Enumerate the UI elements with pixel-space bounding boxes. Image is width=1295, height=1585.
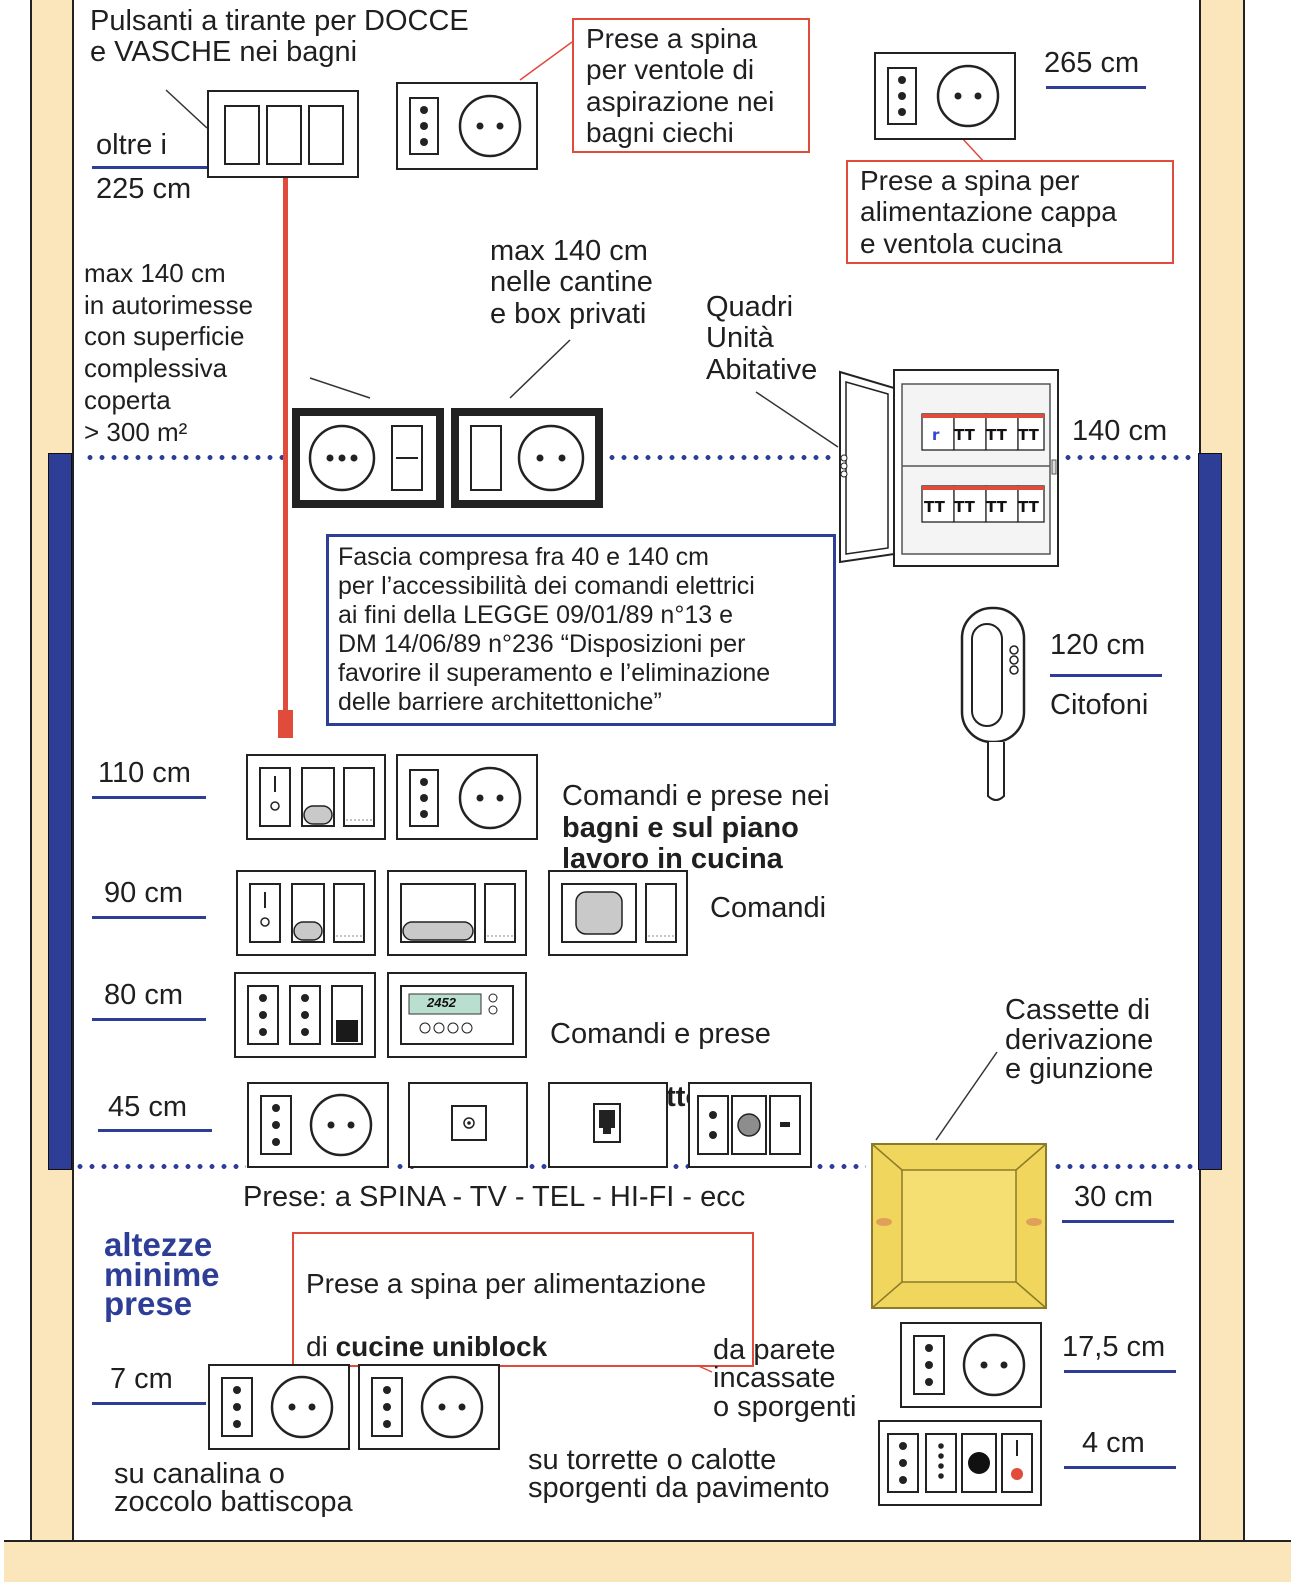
height-line-4 <box>1064 1466 1176 1469</box>
baseboard-label: su canalina o zoccolo battiscopa <box>114 1458 353 1519</box>
command-plate-2 <box>387 870 527 956</box>
panels-label: Quadri Unità Abitative <box>706 291 818 386</box>
height-line-45 <box>98 1129 212 1132</box>
outlet-socket-plate <box>247 1082 389 1168</box>
bath-kitchen-label-1: Comandi e prese nei <box>562 780 830 813</box>
height-110-label: 110 cm <box>98 757 191 789</box>
bath-kitchen-label: Comandi e prese nei bagni e sul piano la… <box>562 750 830 907</box>
hifi-socket-plate <box>688 1082 812 1168</box>
svg-text:TT: TT <box>954 426 976 444</box>
bedhead-socket-plate <box>234 972 376 1058</box>
floor-boxes-label: su torrette o calotte sporgenti da pavim… <box>528 1444 830 1505</box>
tv-socket-plate <box>408 1082 528 1168</box>
cellar-socket-plate <box>451 408 603 508</box>
height-90-label: 90 cm <box>104 877 183 909</box>
accessibility-band-left <box>48 453 72 1170</box>
commands-label: Comandi <box>710 892 827 924</box>
height-line-17 <box>1064 1370 1176 1373</box>
fan-socket-plate <box>396 82 538 170</box>
sockets-label: Prese: a SPINA - TV - TEL - HI-FI - ecc <box>243 1181 746 1213</box>
svg-text:TT: TT <box>986 498 1008 516</box>
thermostat-plate: 2452 <box>387 972 527 1058</box>
svg-text:TT: TT <box>954 498 976 516</box>
cellars-label: max 140 cm nelle cantine e box privati <box>490 235 653 330</box>
baseboard-socket-plate-1 <box>208 1364 350 1450</box>
height-225-label: 225 cm <box>96 173 192 205</box>
hood-socket-plate <box>874 52 1016 140</box>
floor-box-plate <box>878 1420 1042 1506</box>
tel-socket-plate <box>548 1082 668 1168</box>
hood-box: Prese a spina per alimentazione cappa e … <box>846 160 1174 265</box>
height-30-label: 30 cm <box>1074 1181 1153 1213</box>
height-line-90 <box>92 916 206 919</box>
bath-socket-plate <box>396 754 538 840</box>
dotted-line-140 <box>606 455 836 460</box>
uniblock-box: Prese a spina per alimentazione di cucin… <box>292 1232 754 1368</box>
pull-cord <box>283 177 288 712</box>
accessibility-box: Fascia compresa fra 40 e 140 cm per l’ac… <box>326 534 836 726</box>
height-4-label: 4 cm <box>1082 1427 1145 1459</box>
accessibility-band-right <box>1198 453 1222 1170</box>
height-line-80 <box>92 1018 206 1021</box>
fans-box: Prese a spina per ventole di aspirazione… <box>572 18 810 154</box>
svg-text:TT: TT <box>1018 498 1040 516</box>
thermostat-display: 2452 <box>427 995 456 1010</box>
pull-switch-plate <box>207 90 359 178</box>
uniblock-label-2b: cucine uniblock <box>335 1331 548 1363</box>
intercom-label: Citofoni <box>1050 689 1149 721</box>
height-line-7 <box>92 1402 206 1405</box>
bedhead-label-1: Comandi e prese <box>550 1018 771 1051</box>
height-line-30 <box>1062 1220 1174 1223</box>
dotted-line-40 <box>1052 1164 1200 1169</box>
dotted-line-40 <box>394 1164 414 1169</box>
intercom-handset <box>960 606 1026 801</box>
pull-cord-handle <box>278 710 293 738</box>
height-line-110 <box>92 796 206 799</box>
junction-box <box>871 1143 1047 1309</box>
garage-socket-plate <box>292 408 444 508</box>
oltre-label: oltre i <box>96 129 167 161</box>
svg-text:TT: TT <box>986 426 1008 444</box>
height-line-265 <box>1046 86 1146 89</box>
baseboard-socket-plate-2 <box>358 1364 500 1450</box>
height-265-label: 265 cm <box>1044 47 1140 79</box>
height-7-label: 7 cm <box>110 1363 173 1395</box>
dotted-line-40 <box>670 1164 688 1169</box>
uniblock-label-2a: di <box>306 1331 336 1363</box>
dotted-line-40 <box>814 1164 866 1169</box>
wall-mounted-label: da parete incassate o sporgenti <box>713 1334 857 1423</box>
dotted-line-140 <box>84 455 284 460</box>
height-line-225 <box>92 166 208 169</box>
uniblock-label-1: Prese a spina per alimentazione <box>306 1268 707 1300</box>
height-17-label: 17,5 cm <box>1062 1331 1166 1363</box>
bath-switch-plate <box>246 754 386 840</box>
bath-kitchen-label-2: bagni e sul piano lavoro in cucina <box>562 811 799 875</box>
height-140-label: 140 cm <box>1072 415 1168 447</box>
dotted-line-40 <box>74 1164 246 1169</box>
height-line-120 <box>1050 674 1162 677</box>
command-plate-1 <box>236 870 376 956</box>
height-120-label: 120 cm <box>1050 629 1146 661</box>
dotted-line-140 <box>1062 455 1192 460</box>
wall-socket-plate <box>900 1322 1042 1408</box>
height-45-label: 45 cm <box>108 1091 187 1123</box>
page-title: altezze minime prese <box>104 1226 220 1323</box>
svg-text:r: r <box>932 426 940 444</box>
floor <box>4 1540 1291 1582</box>
junction-label: Cassette di derivazione e giunzione <box>1005 994 1154 1086</box>
svg-text:TT: TT <box>1018 426 1040 444</box>
command-plate-3 <box>548 870 688 956</box>
svg-text:TT: TT <box>924 498 946 516</box>
height-80-label: 80 cm <box>104 979 183 1011</box>
garage-label: max 140 cm in autorimesse con superficie… <box>84 258 254 447</box>
pull-switches-label: Pulsanti a tirante per DOCCE e VASCHE ne… <box>90 5 469 69</box>
dotted-line-40 <box>526 1164 550 1169</box>
